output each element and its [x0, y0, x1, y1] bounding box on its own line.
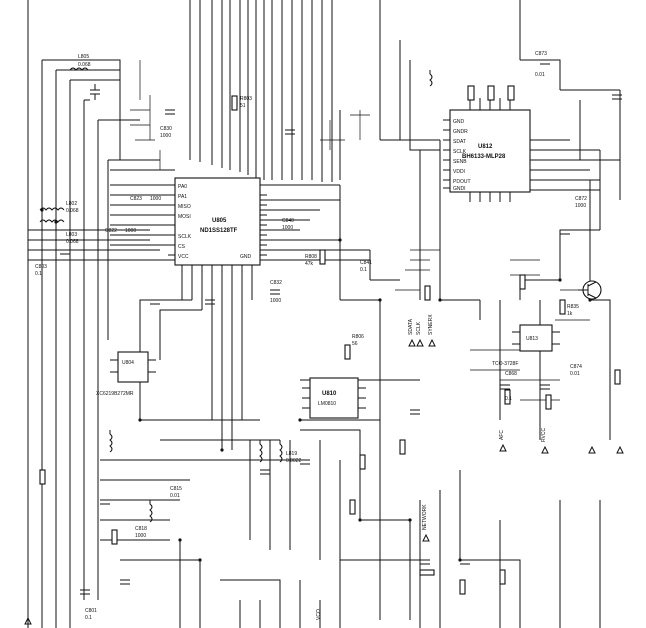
- u805-pin-3: MOSI: [178, 214, 191, 220]
- label-c873: C873: [535, 51, 547, 57]
- u805-pin-6: VCC: [178, 254, 189, 260]
- label-c868-val: 0.1: [505, 396, 512, 402]
- u810-ref: U810: [322, 391, 337, 397]
- u805-ref: U805: [212, 218, 227, 224]
- label-c803-val: 0.1: [35, 271, 42, 277]
- label-c801-val: 0.1: [85, 615, 92, 621]
- label-c822: C822: [105, 228, 117, 234]
- u812-pin-7: GNDI: [453, 186, 466, 192]
- label-l819: L819: [286, 451, 297, 457]
- label-c815: C815: [170, 486, 182, 492]
- label-c874-val: 0.01: [570, 371, 580, 377]
- label-c815-val: 0.01: [170, 493, 180, 499]
- label-c840: C840: [282, 218, 294, 224]
- label-c818: C818: [135, 526, 147, 532]
- label-l805-val: 0.068: [78, 62, 91, 68]
- label-l803-val: 0.068: [66, 239, 79, 245]
- label-r803: R803: [240, 96, 252, 102]
- label-c841: C841: [360, 260, 372, 266]
- label-c830-val: 1000: [160, 133, 171, 139]
- u812-pin-5: VDDI: [453, 169, 465, 175]
- wire-network: [27, 0, 621, 628]
- label-c818-val: 1000: [135, 533, 146, 539]
- chip-u813: U813 TCO-3728F: [492, 324, 560, 367]
- u805-pin-7: GND: [240, 254, 252, 260]
- chip-u812: U812 BH6133-MLP28 GND GNDR SDAT SCLK SEN…: [443, 85, 531, 202]
- label-l819-val: 0.0022: [286, 458, 302, 464]
- capacitor-set: [60, 59, 622, 595]
- label-r835: R835: [567, 304, 579, 310]
- u804-part: XC6219B272MR: [96, 391, 134, 397]
- u812-pin-3: SCLK: [453, 149, 467, 155]
- label-r806: R806: [352, 334, 364, 340]
- u812-part: BH6133-MLP28: [462, 154, 506, 160]
- u805-pin-1: PA1: [178, 194, 187, 200]
- u812-pin-0: GND: [453, 119, 465, 125]
- resistor-set: [39, 95, 621, 595]
- label-c841-val: 0.1: [360, 267, 367, 273]
- u805-pin-5: CS: [178, 244, 186, 250]
- component-labels: C823 1000 C822 1000 C803 0.1 C830 1000 C…: [35, 51, 587, 621]
- label-l803: L803: [66, 232, 77, 238]
- inductor-set: [39, 67, 433, 523]
- u804-ref: U804: [122, 360, 134, 366]
- label-c840-val: 1000: [282, 225, 293, 231]
- label-r835-val: 1k: [567, 311, 573, 317]
- label-l805: L805: [78, 54, 89, 60]
- u813-part: TCO-3728F: [492, 361, 518, 367]
- transistor-q: [578, 280, 602, 300]
- label-c872: C872: [575, 196, 587, 202]
- u812-pin-1: GNDR: [453, 129, 468, 135]
- net-network: NETWORK: [422, 504, 428, 530]
- net-afc: AFC: [499, 430, 505, 440]
- net-sclk: SCLK: [416, 321, 422, 335]
- label-c823-val: 1000: [150, 196, 161, 202]
- label-r808: R808: [305, 254, 317, 260]
- net-labels: SDATA SCLK SYNERX AFC RVCC NETWORK VCO: [316, 314, 547, 620]
- u812-pin-6: PDOUT: [453, 179, 471, 185]
- label-r803-val: 51: [240, 103, 246, 109]
- label-c832: C832: [270, 280, 282, 286]
- label-c801: C801: [85, 608, 97, 614]
- label-c803: C803: [35, 264, 47, 270]
- net-sdata: SDATA: [408, 318, 414, 335]
- chip-u805: U805 ND1SS128TF PA0 PA1 MISO MOSI SCLK C…: [168, 177, 267, 266]
- u812-pin-4: SENB: [453, 159, 467, 165]
- label-c830: C830: [160, 126, 172, 132]
- label-c873-val: 0.01: [535, 72, 545, 78]
- label-c868: C868: [505, 371, 517, 377]
- label-c872-val: 1000: [575, 203, 586, 209]
- u805-part: ND1SS128TF: [200, 228, 238, 234]
- net-synerx: SYNERX: [428, 314, 434, 335]
- net-vco: VCO: [316, 609, 322, 620]
- chip-u810: U810 LM0810: [302, 377, 366, 419]
- u812-pin-2: SDAT: [453, 139, 466, 145]
- u812-ref: U812: [478, 144, 493, 150]
- label-l802-val: 0.068: [66, 208, 79, 214]
- label-c832-val: 1000: [270, 298, 281, 304]
- junction-dots: [40, 208, 592, 562]
- label-c874: C874: [570, 364, 582, 370]
- label-l802: L802: [66, 201, 77, 207]
- u805-pin-4: SCLK: [178, 234, 192, 240]
- u810-part: LM0810: [318, 401, 336, 407]
- u813-ref: U813: [526, 336, 538, 342]
- label-r808-val: 47k: [305, 261, 314, 267]
- u805-pin-2: MISO: [178, 204, 191, 210]
- u805-pin-0: PA0: [178, 184, 187, 190]
- label-c822-val: 1000: [125, 228, 136, 234]
- label-c823: C823: [130, 196, 142, 202]
- chip-u804: U804 XC6219B272MR: [96, 351, 156, 397]
- label-r806-val: 56: [352, 341, 358, 347]
- terminal-arrows: [24, 338, 624, 625]
- net-rvcc: RVCC: [541, 428, 547, 442]
